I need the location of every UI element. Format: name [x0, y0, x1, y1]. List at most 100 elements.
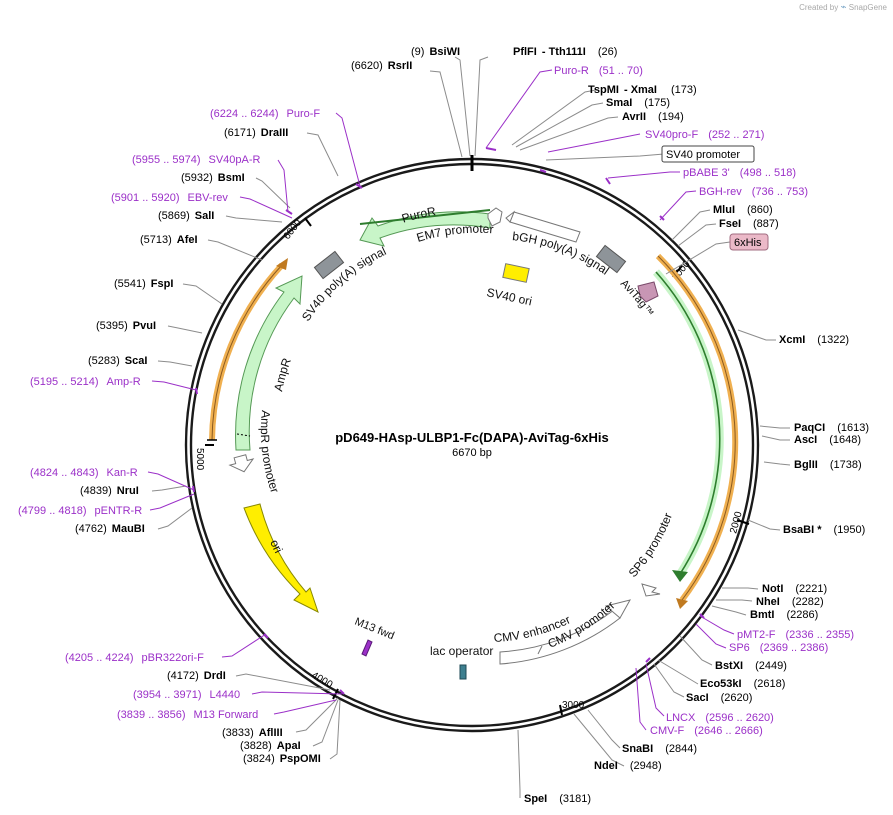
leader-spei — [517, 729, 521, 798]
primer-pentr-r: (4799 .. 4818)pENTR-R — [18, 505, 142, 517]
leader-nrui — [151, 485, 187, 492]
primer-sp6: SP6(2369 .. 2386) — [729, 642, 828, 654]
pmark-kan-r — [192, 485, 195, 493]
leader-scai — [157, 360, 193, 367]
site-maubi: (4762)MauBI — [75, 523, 145, 535]
tick-5000-label: 5000 — [194, 448, 205, 471]
leader-smai — [515, 102, 604, 148]
site-smai: SmaI(175) — [606, 97, 670, 109]
leader-bmti — [711, 605, 747, 616]
orange-arc-right-edge — [657, 255, 736, 601]
pleader-sv40pro-f — [547, 133, 641, 153]
site-drdi: (4172)DrdI — [167, 670, 226, 682]
sv40-polya-label: SV40 poly(A) signal — [299, 244, 388, 324]
pleader-amp-r — [151, 380, 197, 391]
cmv-divider — [537, 645, 543, 655]
leader-pspomi — [329, 699, 341, 760]
pmark-lncx — [645, 657, 651, 663]
site-labels: (9)BsiWI PflFI- Tth111I(26) (6620)RsrII … — [75, 46, 869, 805]
pleader-puro-f — [335, 112, 361, 187]
ori-label: ori — [267, 537, 285, 555]
plasmid-length: 6670 bp — [452, 447, 492, 459]
m13fwd-label: M13 fwd — [353, 616, 396, 643]
site-bmti: BmtI(2286) — [750, 609, 818, 621]
site-eco53ki: Eco53kI(2618) — [700, 678, 785, 690]
site-ndei: NdeI(2948) — [594, 760, 662, 772]
puror-dark-band — [359, 209, 491, 225]
primer-ebv-rev: (5901 .. 5920)EBV-rev — [111, 192, 228, 204]
leader-bstxi — [679, 635, 713, 666]
ampr-label: AmpR — [271, 356, 294, 393]
sp6-promoter-arrow — [641, 583, 661, 597]
site-aflii: (3833)AflIII — [222, 727, 283, 739]
primer-labels: Puro-R(51 .. 70) (6224 .. 6244)Puro-F (5… — [18, 65, 854, 737]
leader-bsiwi — [454, 56, 471, 157]
site-saci: SacI(2620) — [686, 692, 752, 704]
orange-arrowhead-right — [676, 598, 688, 609]
leader-bglii — [763, 461, 791, 466]
leader-avrii — [519, 116, 619, 151]
primer-marks — [192, 169, 705, 695]
leader-mlui — [671, 209, 711, 241]
ampr-promoter-arrow — [228, 454, 255, 473]
pmark-pmt2-f — [699, 613, 705, 619]
leader-aflii — [295, 697, 339, 733]
primer-puro-f: (6224 .. 6244)Puro-F — [210, 108, 320, 120]
green-arc-right-edge — [655, 271, 721, 575]
pleader-pentr-r — [149, 493, 195, 511]
primer-l4440: (3954 .. 3971)L4440 — [133, 689, 240, 701]
leader-pvui — [167, 325, 203, 334]
site-snabi: SnaBI(2844) — [622, 743, 697, 755]
site-asci: AscI(1648) — [794, 434, 861, 446]
bgh-polya-arrowhead — [505, 210, 516, 223]
pleader-pbr322ori-f — [221, 633, 267, 658]
leader-pflfi — [474, 56, 489, 157]
plasmid-name: pD649-HAsp-ULBP1-Fc(DAPA)-AviTag-6xHis — [335, 430, 609, 445]
leader-ndei — [573, 713, 625, 767]
pmark-puro-r — [485, 147, 497, 151]
site-tspmi: TspMI- XmaI(173) — [588, 84, 697, 96]
pleader-cmv-f — [635, 667, 647, 731]
pleader-sv40pa-r — [277, 159, 289, 213]
leader-saci — [653, 663, 685, 698]
pmark-sv40pro-f — [539, 169, 547, 173]
primer-amp-r: (5195 .. 5214)Amp-R — [30, 376, 141, 388]
leader-fsei — [677, 223, 717, 247]
bgh-polya-box — [595, 244, 627, 274]
tick-2000 — [736, 519, 750, 525]
site-spei: SpeI(3181) — [524, 793, 591, 805]
pmark-sv40pa-r — [285, 209, 293, 215]
snapgene-credit: Created by ⌁ SnapGene — [799, 2, 887, 13]
m13fwd-shape — [361, 639, 373, 657]
leader-bsmi — [255, 177, 291, 209]
leader-nhei — [716, 599, 753, 602]
leader-maubi — [157, 507, 193, 530]
leader-afei — [207, 239, 263, 261]
primer-sv40pro-f: SV40pro-F(252 .. 271) — [645, 129, 764, 141]
primer-m13-forward: (3839 .. 3856)M13 Forward — [117, 709, 258, 721]
primer-puro-r: Puro-R(51 .. 70) — [554, 65, 643, 77]
pmark-pbabe3 — [605, 177, 611, 185]
site-pvui: (5395)PvuI — [96, 320, 156, 332]
backbone — [184, 155, 760, 733]
pmark-pbr322ori-f — [263, 633, 269, 639]
site-bglii: BglII(1738) — [794, 459, 862, 471]
primer-cmv-f: CMV-F(2646 .. 2666) — [650, 725, 763, 737]
site-bsmi: (5932)BsmI — [181, 172, 245, 184]
puror-arrow — [359, 211, 491, 247]
site-sali: (5869)SalI — [158, 210, 214, 222]
primer-lncx: LNCX(2596 .. 2620) — [666, 712, 774, 724]
primer-pbr322ori-f: (4205 .. 4224)pBR322ori-F — [65, 652, 204, 664]
site-scai: (5283)ScaI — [88, 355, 147, 367]
pmark-l4440 — [339, 689, 345, 695]
site-avrii: AvrII(194) — [622, 111, 684, 123]
avitag-shape — [637, 281, 659, 303]
pleader-l4440 — [251, 691, 343, 695]
site-fspi: (5541)FspI — [114, 278, 173, 290]
leader-tspmi — [511, 89, 597, 146]
site-fsei: FseI(887) — [719, 218, 779, 230]
leader-bsabi — [747, 519, 781, 531]
site-pflfi: PflFI- Tth111I(26) — [513, 46, 617, 58]
pleader-bgh-rev — [659, 190, 697, 221]
